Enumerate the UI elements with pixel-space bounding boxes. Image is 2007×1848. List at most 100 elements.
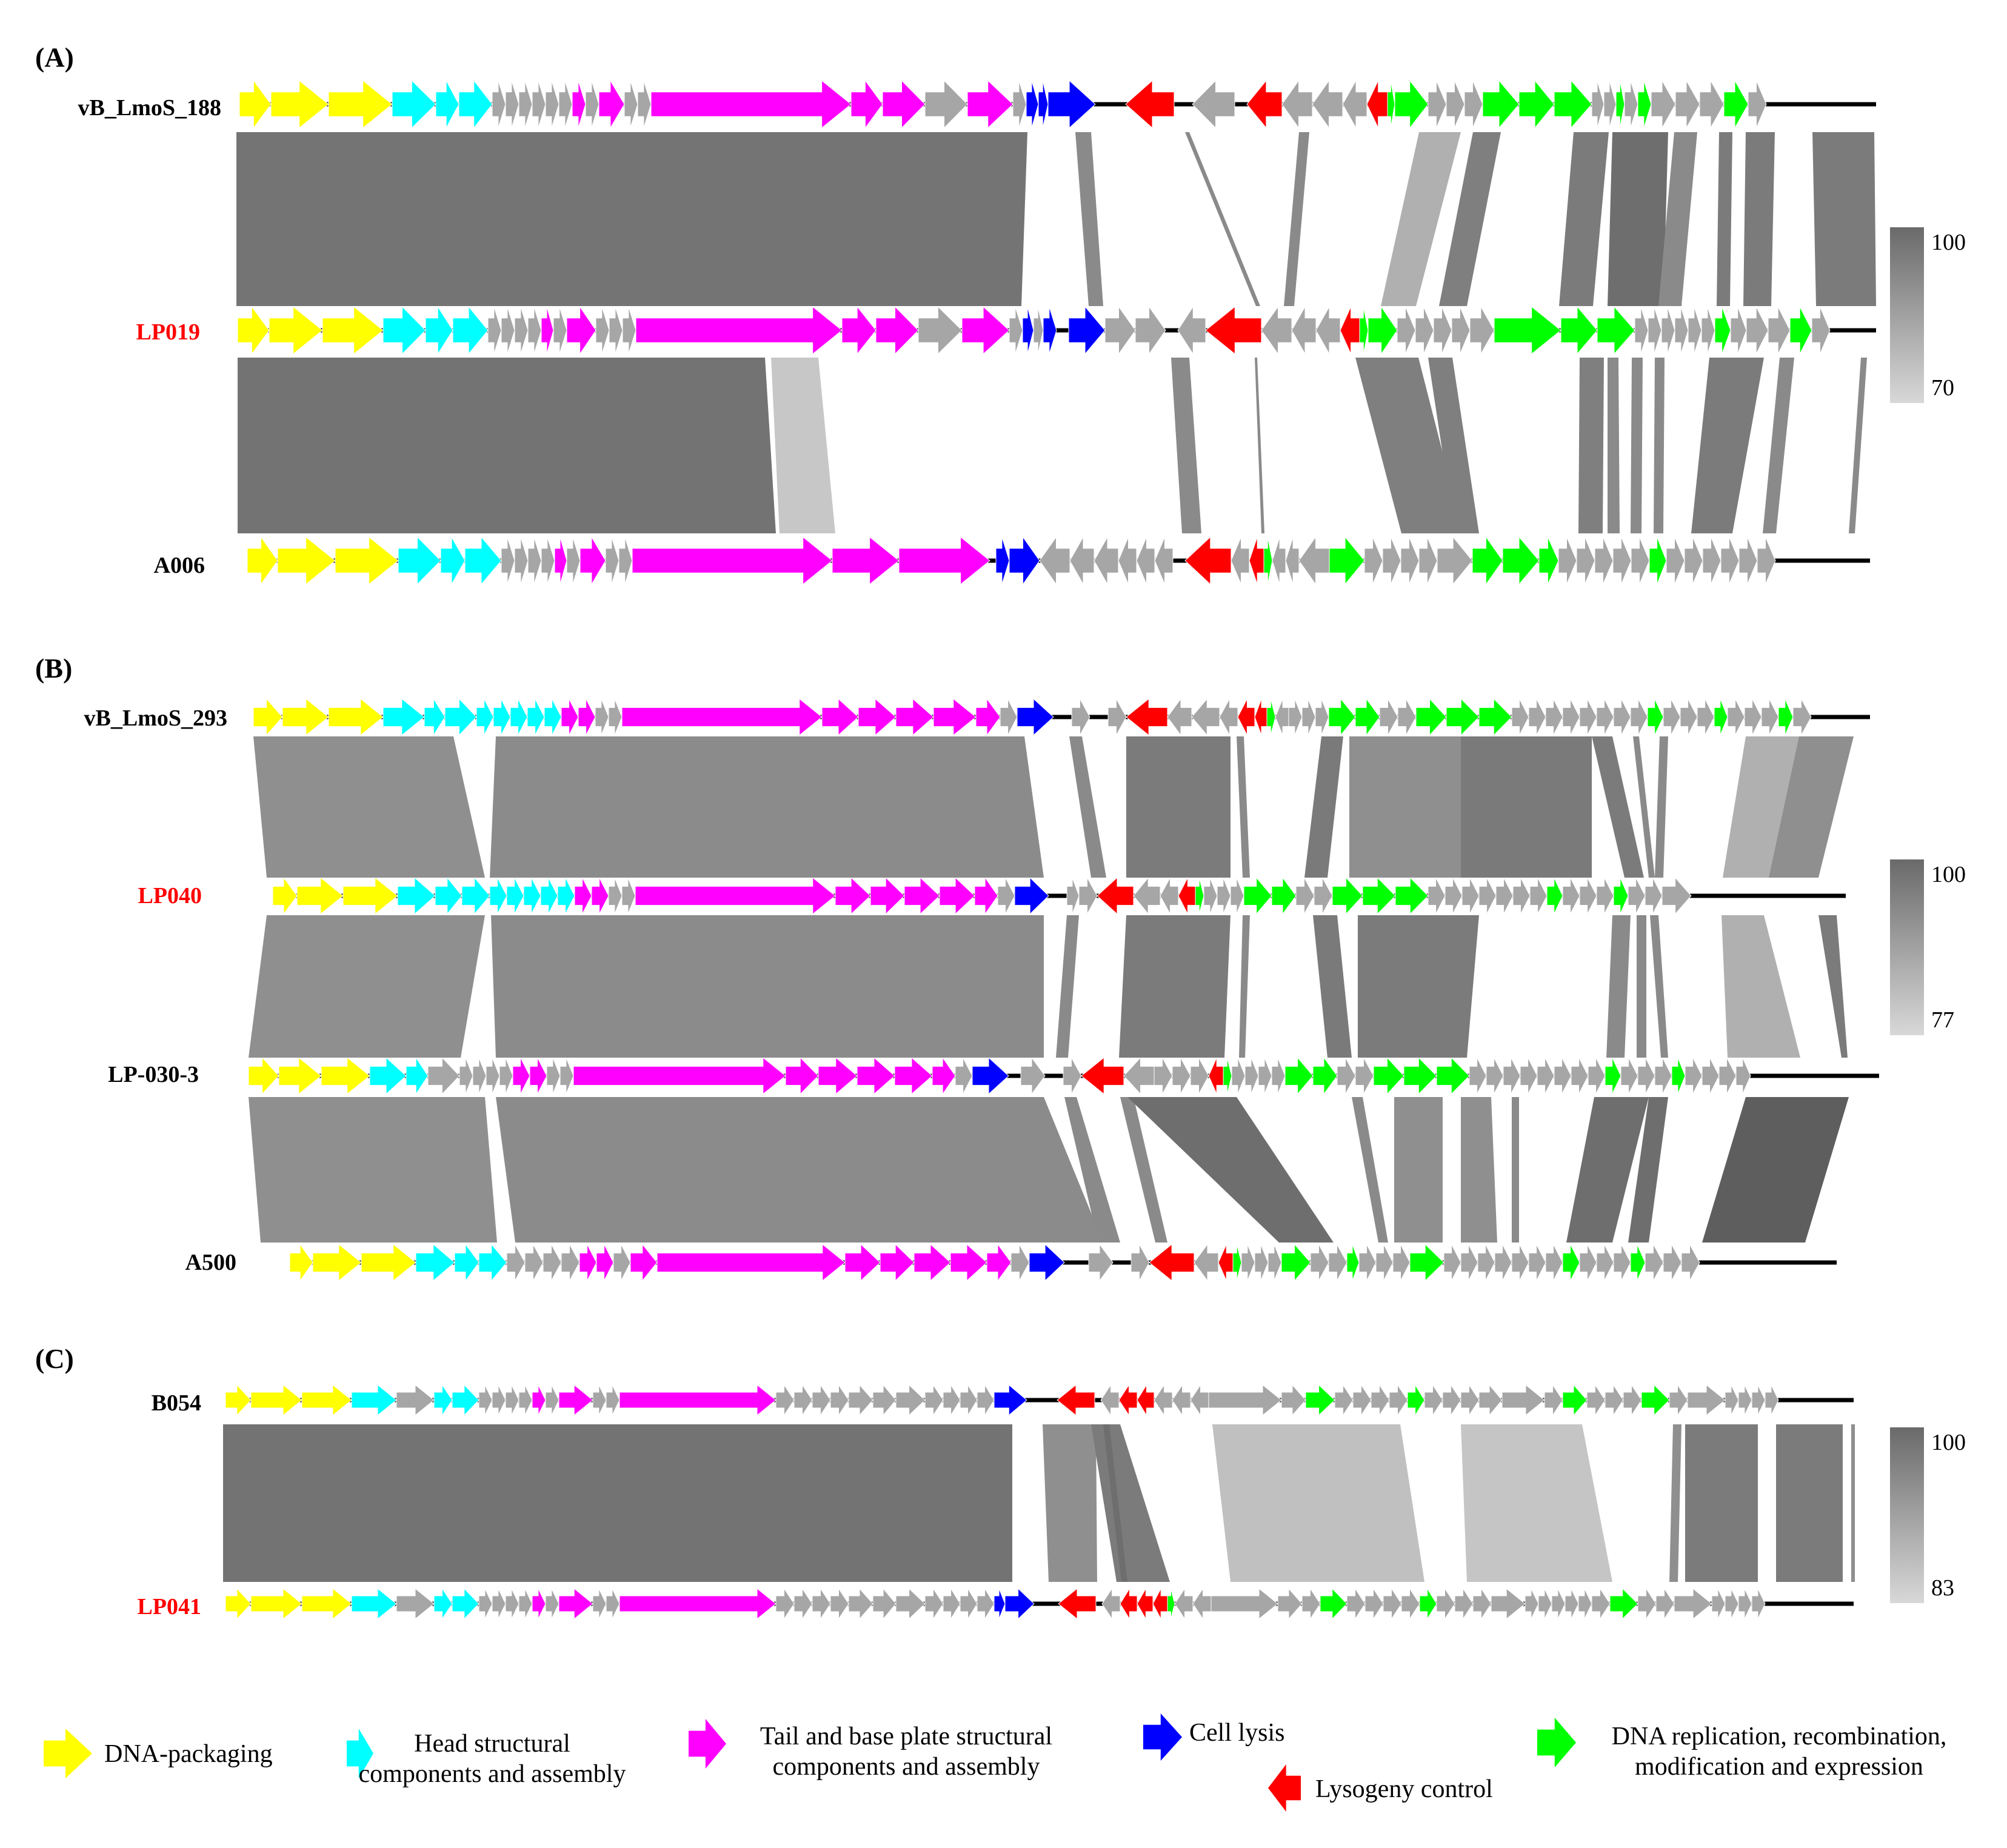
- genome-map-track: [248, 1056, 1879, 1095]
- hypothetical-gene: [943, 1587, 961, 1620]
- similarity-link: [1743, 132, 1775, 306]
- hypothetical-gene: [1401, 1587, 1420, 1620]
- similarity-link: [1658, 132, 1697, 306]
- similarity-link: [1304, 736, 1343, 878]
- head-gene: [433, 1587, 453, 1620]
- similarity-link: [1043, 1424, 1097, 1582]
- tail-gene: [650, 79, 852, 129]
- replication-gene: [1419, 1587, 1437, 1620]
- lysogeny-gene: [1058, 1587, 1097, 1620]
- hypothetical-gene: [1275, 698, 1289, 736]
- replication-gene: [1778, 698, 1794, 736]
- legend-item-head: Head structural components and assembly: [347, 1729, 626, 1788]
- hypothetical-gene: [1208, 1384, 1282, 1416]
- hypothetical-gene: [427, 1056, 460, 1095]
- hypothetical-gene: [1217, 877, 1231, 915]
- hypothetical-gene: [1663, 698, 1681, 736]
- hypothetical-gene: [924, 79, 968, 129]
- lysogeny-gene: [1208, 1057, 1224, 1095]
- replication-gene: [1271, 876, 1297, 915]
- head-gene: [435, 80, 459, 128]
- panel-label-b: (B): [35, 653, 72, 684]
- replication-gene: [1243, 876, 1272, 915]
- legend-item-tail: Tail and base plate structural component…: [689, 1719, 1052, 1781]
- hypothetical-gene: [566, 536, 581, 585]
- lysogeny-gene: [1118, 1384, 1138, 1416]
- similarity-link: [1608, 358, 1620, 533]
- head-gene: [382, 305, 426, 355]
- head-gene: [351, 1587, 397, 1620]
- tail-gene: [532, 1384, 546, 1416]
- hypothetical-gene: [1738, 1588, 1752, 1620]
- hypothetical-gene: [1520, 1057, 1538, 1095]
- hypothetical-gene: [1285, 536, 1300, 585]
- hypothetical-gene: [532, 80, 546, 128]
- tail-gene: [933, 698, 977, 736]
- replication-gene: [1436, 1056, 1470, 1095]
- hypothetical-gene: [545, 1384, 559, 1416]
- legend-swatch: [44, 1729, 92, 1778]
- similarity-link: [1818, 915, 1848, 1058]
- hypothetical-gene: [545, 1588, 559, 1620]
- hypothetical-gene: [505, 1384, 519, 1416]
- similarity-link: [1355, 358, 1463, 533]
- legend-item-replication: DNA replication, recombination, modifica…: [1537, 1718, 1946, 1781]
- replication-gene: [1538, 536, 1559, 585]
- hypothetical-gene: [1720, 536, 1740, 585]
- tail-gene: [558, 1587, 593, 1620]
- dna-packaging-gene: [312, 1243, 362, 1282]
- hypothetical-gene: [943, 1384, 961, 1416]
- genome-map-track: [253, 698, 1870, 736]
- hypothetical-gene: [1177, 305, 1206, 355]
- hypothetical-gene: [1645, 877, 1663, 915]
- hypothetical-gene: [977, 1587, 995, 1620]
- hypothetical-gene: [1244, 1057, 1259, 1095]
- hypothetical-gene: [1136, 536, 1155, 585]
- replication-gene: [1409, 1243, 1444, 1282]
- hypothetical-gene: [793, 1384, 813, 1416]
- similarity-link: [491, 915, 1044, 1058]
- hypothetical-gene: [1328, 1244, 1347, 1281]
- genome-map-track: [272, 876, 1846, 915]
- tail-gene: [913, 1243, 951, 1282]
- legend-label: DNA-packaging: [104, 1740, 273, 1768]
- similarity-link: [1633, 736, 1655, 878]
- legend-item-dna-packaging: DNA-packaging: [44, 1729, 273, 1778]
- hypothetical-gene: [1315, 698, 1329, 736]
- tail-gene: [785, 1056, 819, 1095]
- hypothetical-gene: [872, 1384, 897, 1416]
- tail-gene: [880, 1243, 915, 1282]
- genome-map-track: [237, 305, 1876, 355]
- hypothetical-gene: [518, 1384, 533, 1416]
- replication-gene: [1362, 876, 1396, 915]
- head-gene: [478, 1243, 507, 1282]
- hypothetical-gene: [812, 1587, 831, 1620]
- tail-gene: [857, 1056, 895, 1095]
- dna-packaging-gene: [250, 1587, 302, 1620]
- similarity-links: [223, 1424, 1855, 1582]
- hypothetical-gene: [1701, 306, 1715, 355]
- hypothetical-gene: [1100, 1384, 1120, 1416]
- similarity-link: [1849, 358, 1867, 533]
- hypothetical-gene: [1267, 1244, 1282, 1281]
- lysogeny-gene: [1057, 1384, 1095, 1416]
- replication-gene: [1502, 536, 1540, 585]
- hypothetical-gene: [1154, 536, 1174, 585]
- similarity-link: [496, 1097, 1103, 1243]
- lysis-gene: [993, 1384, 1027, 1416]
- tail-gene: [632, 536, 833, 585]
- tail-gene: [579, 536, 606, 585]
- tail-gene: [818, 1056, 858, 1095]
- legend-swatch: [1537, 1718, 1576, 1767]
- replication-gene: [1407, 1384, 1425, 1416]
- hypothetical-gene: [1271, 1057, 1286, 1095]
- similarity-links: [236, 132, 1876, 533]
- hypothetical-gene: [1685, 1057, 1703, 1095]
- genome-label: vB_LmoS_293: [84, 706, 227, 731]
- identity-gradient-bar: [1890, 1427, 1924, 1603]
- hypothetical-gene: [1765, 1384, 1779, 1416]
- similarity-link: [1349, 736, 1461, 878]
- head-gene: [369, 1056, 407, 1095]
- tail-gene: [961, 305, 1010, 355]
